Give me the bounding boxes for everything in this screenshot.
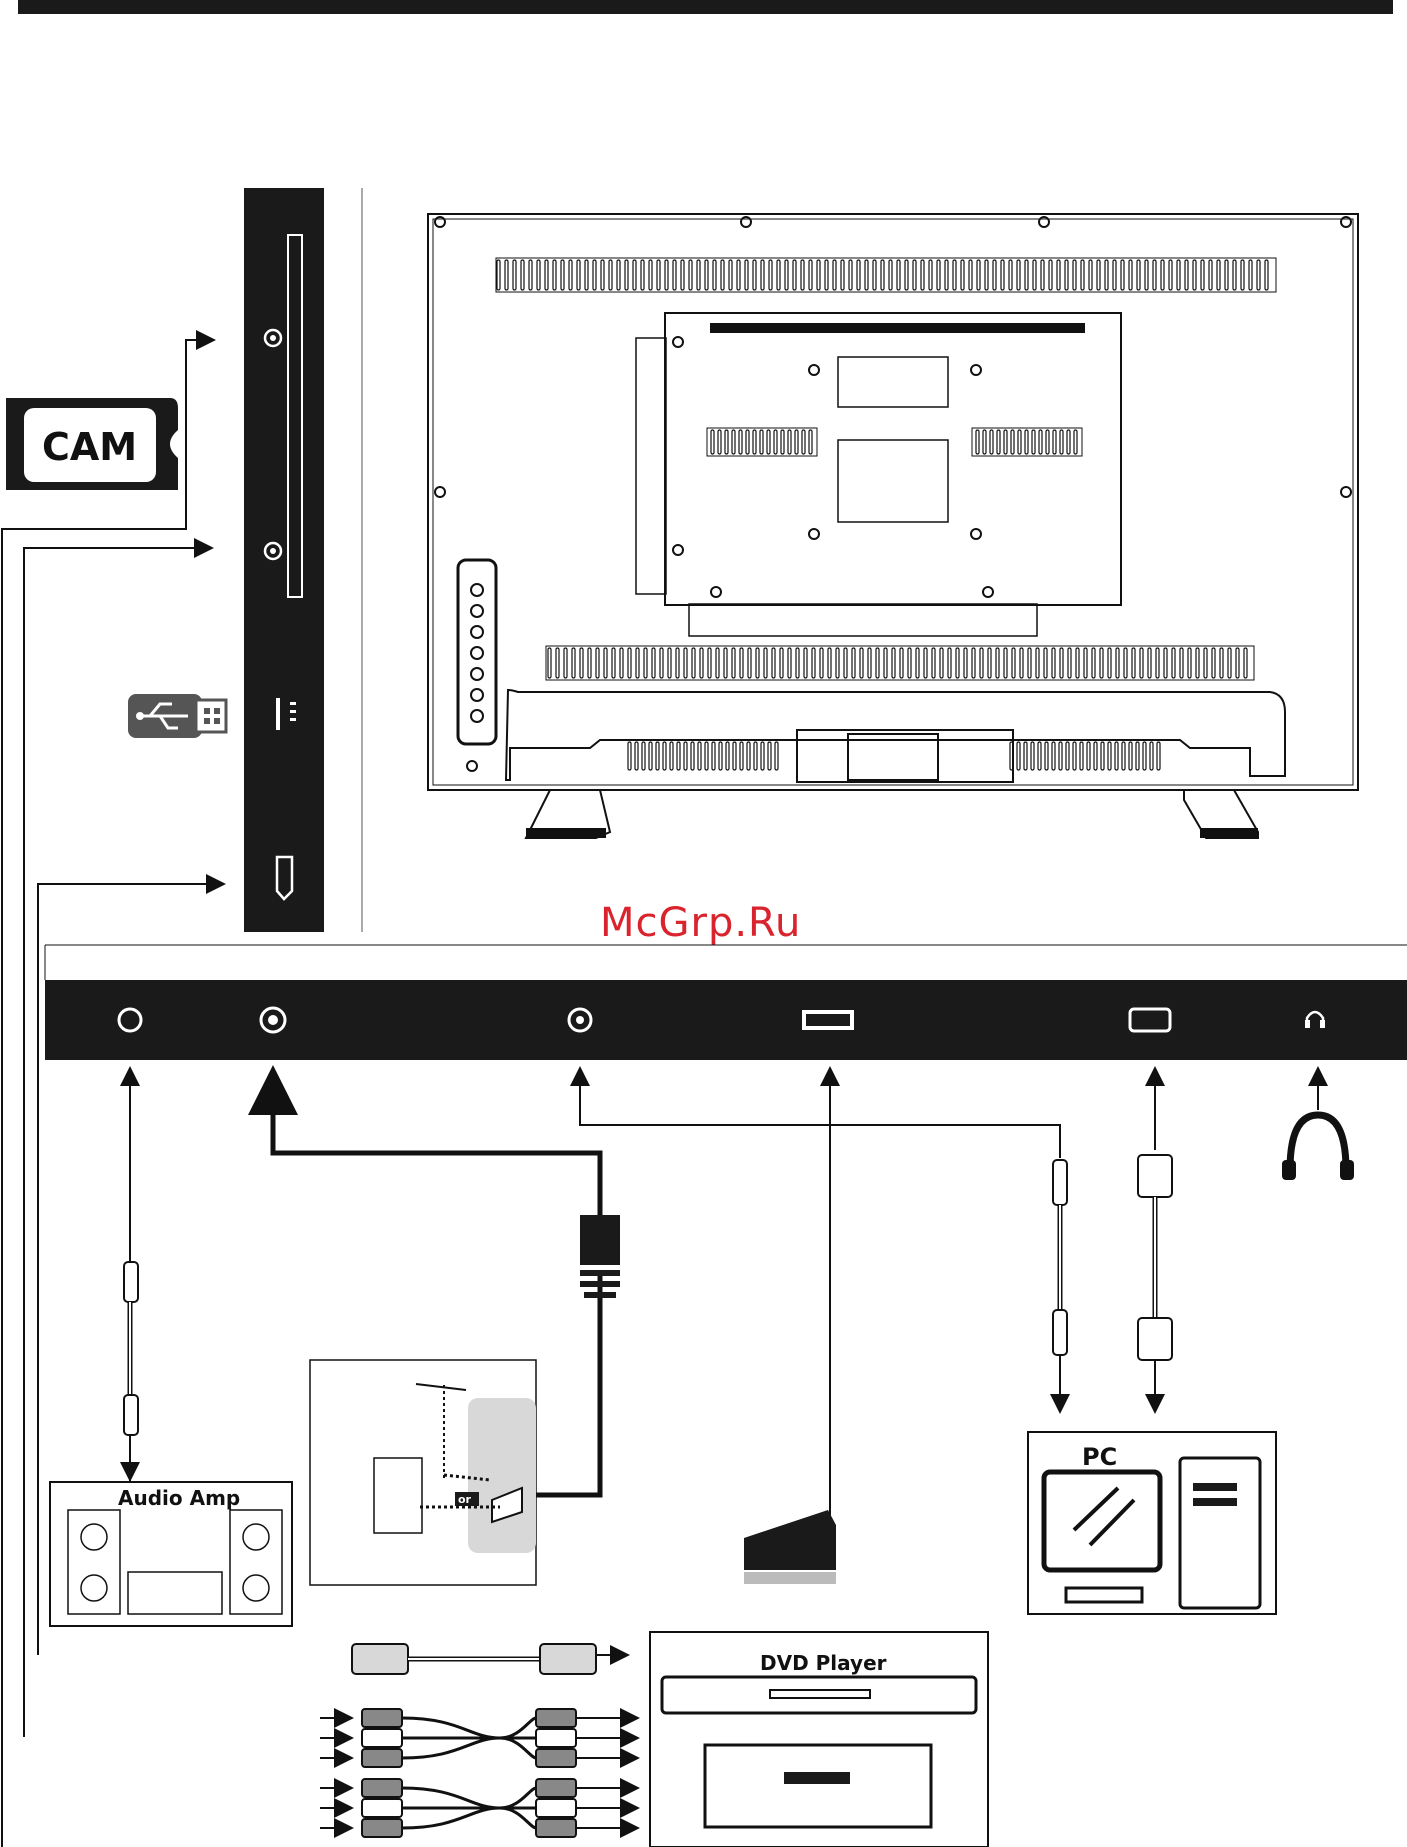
pc-tower-icon bbox=[1180, 1458, 1260, 1608]
headphones-icon bbox=[1282, 1115, 1354, 1180]
rca-cables bbox=[320, 1709, 636, 1837]
pc-label: PC bbox=[1082, 1443, 1117, 1471]
rca-plug bbox=[536, 1729, 576, 1747]
usb-port bbox=[276, 698, 280, 730]
usb-stick-icon bbox=[128, 694, 226, 738]
optical-cable bbox=[124, 1262, 138, 1435]
side-panel bbox=[244, 188, 362, 932]
rca-plug bbox=[536, 1709, 576, 1727]
rca-plug bbox=[362, 1819, 402, 1837]
ci-slot bbox=[288, 235, 302, 597]
audio-amp-label: Audio Amp bbox=[118, 1486, 240, 1510]
rca-plug bbox=[362, 1729, 402, 1747]
rca-wire bbox=[402, 1808, 536, 1828]
rca-plug bbox=[536, 1749, 576, 1767]
rca-plug bbox=[536, 1799, 576, 1817]
rca-wire bbox=[402, 1718, 536, 1738]
rca-plug bbox=[536, 1819, 576, 1837]
scart-plug-icon bbox=[744, 1510, 836, 1584]
vga-cable bbox=[1138, 1155, 1172, 1360]
coax-plug bbox=[580, 1215, 620, 1298]
pc-box bbox=[1028, 1432, 1276, 1614]
rca-plug bbox=[362, 1749, 402, 1767]
antenna-box bbox=[310, 1360, 536, 1585]
rca-wire bbox=[402, 1738, 536, 1758]
rca-wire bbox=[402, 1788, 536, 1808]
dvd-player-label: DVD Player bbox=[760, 1651, 887, 1675]
header-bar bbox=[18, 0, 1393, 14]
rear-connector-panel bbox=[45, 945, 1407, 1060]
rca-plug bbox=[362, 1779, 402, 1797]
rca-plug bbox=[362, 1799, 402, 1817]
monitor-icon bbox=[1044, 1472, 1160, 1570]
rca-plug bbox=[362, 1709, 402, 1727]
watermark: McGrp.Ru bbox=[600, 900, 801, 946]
rca-cable-pc bbox=[1053, 1160, 1067, 1355]
cam-label: CAM bbox=[42, 425, 137, 469]
tv-back-panel bbox=[428, 214, 1358, 838]
rca-plug bbox=[536, 1779, 576, 1797]
or-label: or bbox=[458, 1493, 472, 1506]
hdmi-cable bbox=[352, 1644, 626, 1674]
